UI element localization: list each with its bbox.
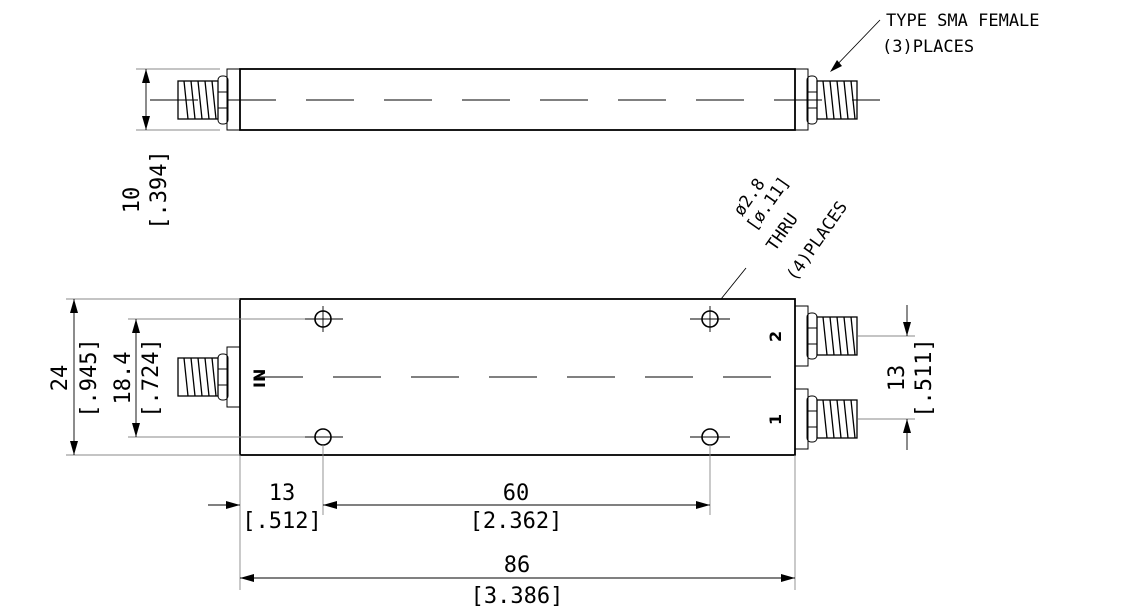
- port-spacing-dimension: [858, 305, 915, 450]
- port-spacing-mm: 13: [885, 365, 910, 392]
- width-dimension: [66, 298, 240, 456]
- hole-note-line4: (4)PLACES: [783, 198, 852, 285]
- side-height-dimension: [136, 68, 220, 131]
- hole-offset-x-in: [.512]: [242, 509, 321, 534]
- mounting-hole: [690, 306, 730, 332]
- port-label-1: 1: [766, 414, 785, 425]
- port-label-in: IN: [250, 369, 269, 388]
- horizontal-extension-lines: [239, 445, 796, 590]
- side-view: 10 [.394]: [120, 68, 880, 230]
- hole-spacing-y-mm: 18.4: [111, 352, 136, 405]
- hole-spacing-x-mm: 60: [503, 481, 530, 506]
- top-view: IN 2 1: [177, 298, 858, 456]
- connector-note-line1: TYPE SMA FEMALE: [886, 11, 1040, 31]
- port-1-connector: [794, 388, 858, 450]
- side-height-mm: 10: [120, 187, 145, 214]
- hole-spacing-x-dimension: [323, 501, 710, 509]
- width-in: [.945]: [77, 338, 102, 417]
- port-spacing-in: [.511]: [912, 338, 937, 417]
- hole-offset-x-mm: 13: [269, 481, 296, 506]
- width-mm: 24: [48, 365, 73, 392]
- port-label-2: 2: [766, 331, 785, 342]
- hole-spacing-y-dimension: [128, 318, 305, 438]
- connector-note-line2: (3)PLACES: [882, 37, 974, 57]
- hole-spacing-y-in: [.724]: [139, 338, 164, 417]
- port-2-connector: [794, 305, 858, 367]
- hole-spacing-x-in: [2.362]: [470, 509, 563, 534]
- overall-length-in: [3.386]: [471, 584, 564, 609]
- overall-length-dimension: [240, 574, 795, 582]
- overall-length-mm: 86: [504, 553, 531, 578]
- side-height-in: [.394]: [147, 150, 172, 229]
- connector-note-leader: [830, 19, 881, 72]
- mounting-hole: [303, 306, 343, 332]
- input-connector: [177, 346, 241, 408]
